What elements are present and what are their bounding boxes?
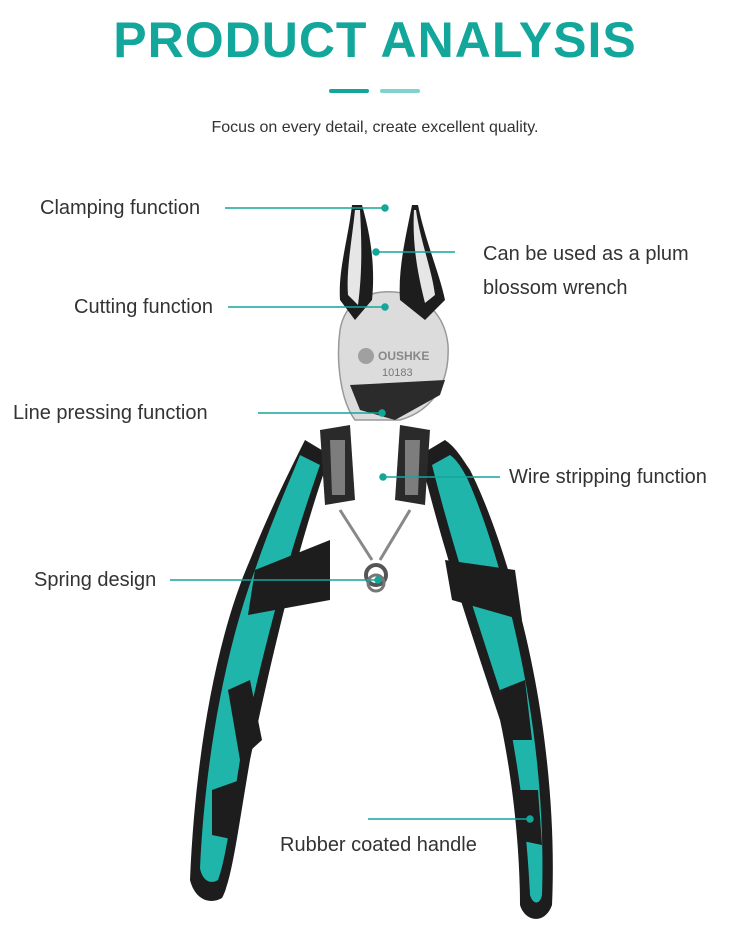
page-subtitle: Focus on every detail, create excellent …	[211, 119, 539, 136]
title-divider-light	[380, 89, 420, 93]
callout-wire-stripping: Wire stripping function	[509, 466, 707, 488]
callout-plum-line2: blossom wrench	[483, 277, 628, 299]
model-text: 10183	[382, 367, 413, 379]
callout-rubber-handle: Rubber coated handle	[280, 834, 477, 856]
spring	[338, 509, 412, 561]
callout-plum-line1: Can be used as a plum	[483, 243, 689, 265]
callout-plum-wrench: Can be used as a plum blossom wrench	[483, 237, 689, 305]
callout-spring: Spring design	[34, 569, 157, 591]
left-handle-grip	[200, 455, 320, 882]
callout-cutting: Cutting function	[74, 296, 213, 318]
title-divider-dark	[329, 89, 369, 93]
callout-line-pressing: Line pressing function	[13, 402, 208, 424]
page-title: PRODUCT ANALYSIS	[113, 12, 637, 68]
right-handle-grip	[432, 455, 543, 903]
callout-clamping: Clamping function	[40, 197, 201, 219]
brand-text: OUSHKE	[378, 349, 429, 363]
